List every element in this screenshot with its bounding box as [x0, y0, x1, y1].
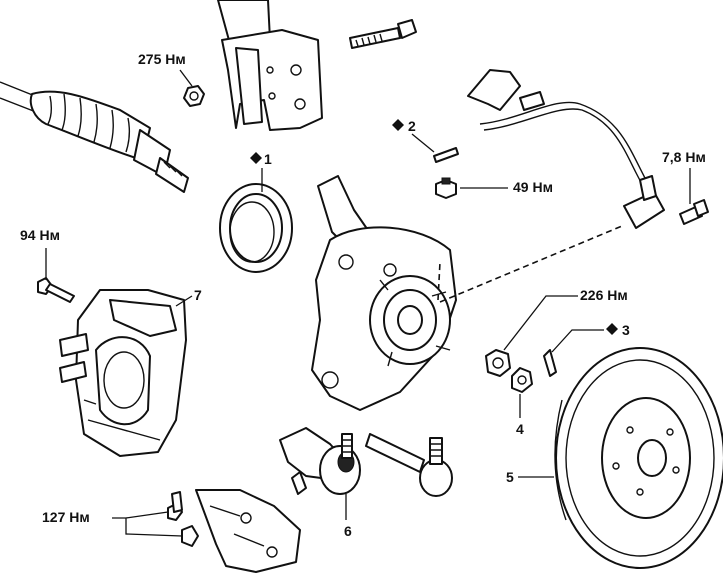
item-label-5: 5 — [506, 469, 514, 485]
torque-label-cv-nut: 275 Нм — [138, 51, 186, 67]
torque-label-hub-nut: 226 Нм — [580, 287, 628, 303]
steering-knuckle — [311, 175, 457, 411]
lock-cap — [511, 367, 533, 393]
lower-arm — [195, 489, 301, 573]
torque-label-cotter-nut: 49 Нм — [513, 179, 553, 195]
item-label-6: 6 — [344, 523, 352, 539]
torque-label-abs-sensor: 7,8 Нм — [662, 149, 706, 165]
brake-caliper — [59, 289, 187, 457]
item-label-7: 7 — [194, 287, 202, 303]
abs-sensor-cable — [467, 69, 665, 229]
sensor-leader-dashed — [439, 225, 623, 303]
item-label-2: 2 — [408, 118, 416, 134]
torque-label-lower-arm: 127 Нм — [42, 509, 90, 525]
cotter-pin-2 — [433, 147, 459, 163]
lower-arm-bolt-nut — [167, 491, 199, 547]
hub-nut — [485, 349, 511, 377]
caliper-bolt — [37, 277, 75, 303]
strut-bolt — [349, 19, 417, 49]
diamond-marker-1 — [250, 152, 262, 164]
tie-rod-end — [365, 433, 453, 497]
abs-sensor-bolt — [679, 199, 709, 225]
cv-nut — [183, 85, 205, 107]
diamond-marker-3 — [606, 323, 618, 335]
brake-disc — [554, 347, 723, 569]
torque-label-caliper-bolt: 94 Нм — [20, 227, 60, 243]
oil-seal — [219, 183, 293, 273]
drive-shaft — [0, 81, 189, 193]
lower-ball-joint — [279, 427, 361, 495]
castle-nut-49 — [435, 177, 457, 199]
stud-leader-dashed — [437, 261, 441, 301]
diamond-marker-2 — [392, 119, 404, 131]
strut-assembly — [217, 0, 323, 131]
item-label-4: 4 — [516, 421, 524, 437]
item-label-3: 3 — [622, 322, 630, 338]
item-label-1: 1 — [264, 151, 272, 167]
cotter-pin-3 — [543, 349, 557, 377]
